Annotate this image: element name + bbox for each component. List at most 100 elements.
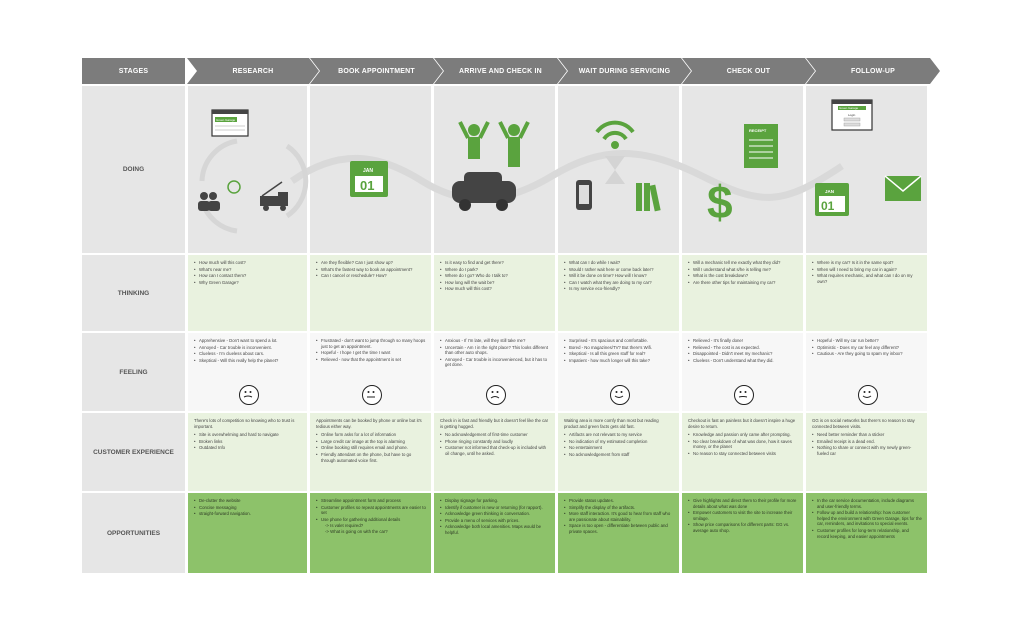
thought: What is the cost breakdown? (688, 273, 798, 279)
confused-face-icon (733, 385, 754, 405)
feeling-cell: Relieved - It's finally done!Relieved - … (682, 333, 803, 411)
opportunity-item: Acknowledge green thinking in conversati… (440, 511, 550, 517)
doing-row: DOING Green Garage (82, 86, 940, 253)
opportunity-item: Simplify the display of the artifacts. (564, 505, 674, 511)
row-label-doing: DOING (82, 86, 185, 253)
feeling: Skeptical - Is all this green stuff for … (564, 351, 674, 357)
experience-cell: Appointments can be booked by phone or o… (310, 413, 431, 491)
feeling: Relieved - The cost is as expected. (688, 345, 798, 351)
anxious-face-icon (485, 385, 506, 405)
thought: Will a mechanic tell me exactly what the… (688, 260, 798, 266)
stage-check-out: CHECK OUT (682, 58, 815, 84)
wifi-icon (595, 120, 635, 149)
thinking-cell: How much will this cost?What's near me?H… (188, 255, 307, 331)
opportunity-item: Acknowledge both local amenities. Maps w… (440, 524, 550, 535)
stage-follow-up: FOLLOW-UP (806, 58, 940, 84)
calendar-icon: JAN 01 (350, 161, 388, 197)
thought: How long will the wait be? (440, 280, 550, 286)
experience-cell: GG is on social networks but there's no … (806, 413, 927, 491)
experience-item: Artifacts are not relevant to my service (564, 432, 674, 438)
thought: Where do I park? (440, 267, 550, 273)
cycle-arrow-icon (199, 138, 238, 182)
thought: Will I understand what s/he is telling m… (688, 267, 798, 273)
feeling: Cautious - Are they going to spam my inb… (812, 351, 922, 357)
opportunity-item: Concise messaging (194, 505, 302, 511)
stage-header: STAGES RESEARCH BOOK APPOINTMENT ARRIVE … (82, 58, 940, 84)
feeling-row: FEELING Apprehensive - Don't want to spe… (82, 333, 940, 411)
stage-research: RESEARCH (187, 58, 319, 84)
followup-day: 01 (821, 199, 835, 213)
opportunity-cell: Provide status updates.Simplify the disp… (558, 493, 679, 573)
stage-wait-servicing: WAIT DURING SERVICING (558, 58, 691, 84)
opportunity-item: Streamline appointment form and process (316, 498, 426, 504)
neutral-face-icon (361, 385, 382, 405)
people-icon (198, 192, 220, 211)
thought: How much will this cost? (440, 286, 550, 292)
opportunity-cell: Display signage for parking.Identify if … (434, 493, 555, 573)
row-label-opportunities: OPPORTUNITIES (82, 493, 185, 573)
opportunity-item: Follow up and build a relationship: how … (812, 510, 922, 527)
experience-intro: Appointments can be booked by phone or o… (316, 418, 422, 429)
row-label-feeling: FEELING (82, 333, 185, 411)
feeling-cell: Surprised - It's spacious and comfortabl… (558, 333, 679, 411)
feeling: Relieved - It's finally done! (688, 338, 798, 344)
thought: Where do I go? Who do I talk to? (440, 273, 550, 279)
opportunity-item: Empower customers to visit the site to i… (688, 510, 798, 521)
experience-cell: Checkout is fast an painless but it does… (682, 413, 803, 491)
thought: Can I cancel or reschedule? How? (316, 273, 426, 279)
thought: Where is my car? Is it in the same spot? (812, 260, 922, 266)
opportunity-cell: Give highlights and direct them to their… (682, 493, 803, 573)
smiling-face-icon (609, 385, 630, 405)
worried-face-icon (238, 385, 259, 405)
followup-login: Login (848, 113, 856, 117)
doing-checkout (682, 86, 803, 253)
thinking-cell: Where is my car? Is it in the same spot?… (806, 255, 927, 331)
thinking-cell: What can I do while I wait?Would I rathe… (558, 255, 679, 331)
thought: Is my service eco-friendly? (564, 286, 674, 292)
feeling: Skeptical - Will this really help the pl… (194, 358, 302, 364)
experience-item: No entertainment (564, 445, 674, 451)
browser-window-icon: Green Garage (211, 109, 249, 137)
experience-intro: Check in is fast and friendly but it doe… (440, 418, 549, 429)
feeling: Annoyed - Car trouble is inconvenienced,… (440, 357, 550, 368)
experience-intro: Waiting area is more comfy than most but… (564, 418, 659, 429)
feeling: Surprised - It's spacious and comfortabl… (564, 338, 674, 344)
opportunities-row: OPPORTUNITIES De-clutter the websiteConc… (82, 493, 940, 573)
followup-title: Green Garage (839, 106, 859, 110)
feeling: Hopeful - Will my car run better? (812, 338, 922, 344)
feeling: Bored - No magazines/TV? But there's Wif… (564, 345, 674, 351)
cheering-people-icon (458, 121, 530, 167)
experience-item: Knowledge and passion only came after pr… (688, 432, 798, 438)
opportunity-item: Customer profiles for long-term relation… (812, 528, 922, 539)
experience-item: Nothing to share or connect with my newl… (812, 445, 922, 456)
thought: Would I rather wait here or come back la… (564, 267, 674, 273)
books-icon (636, 183, 661, 212)
thought: Can I watch what they are doing to my ca… (564, 280, 674, 286)
thought: Why Green Garage? (194, 280, 302, 286)
experience-intro: GG is on social networks but there's no … (812, 418, 915, 429)
thought: Are they flexible? Can I just show up? (316, 260, 426, 266)
experience-intro: There's lots of competition so knowing w… (194, 418, 295, 429)
feeling: Hopeful - I hope I get the time I want (316, 350, 426, 356)
thought: What's near me? (194, 267, 302, 273)
opportunity-item: Give highlights and direct them to their… (688, 498, 798, 509)
experience-item: No reason to stay connected between visi… (688, 451, 798, 457)
stage-book-appointment: BOOK APPOINTMENT (310, 58, 443, 84)
experience-item: No acknowledgement from staff (564, 452, 674, 458)
opportunity-item: straight-forward navigation. (194, 511, 302, 517)
feeling: Clueless - I'm clueless about cars. (194, 351, 302, 357)
thinking-row: THINKING How much will this cost?What's … (82, 255, 940, 331)
opportunity-sub: -> What is going on with the car? (325, 528, 388, 534)
row-label-customer-experience: CUSTOMER EXPERIENCE (82, 413, 185, 491)
cycle-arrow-icon (285, 143, 309, 219)
doing-wait (558, 86, 679, 253)
followup-calendar-icon: JAN 01 (815, 183, 849, 216)
feeling: Apprehensive - Don't want to spend a lot… (194, 338, 302, 344)
experience-cell: There's lots of competition so knowing w… (188, 413, 307, 491)
thinking-cell: Will a mechanic tell me exactly what the… (682, 255, 803, 331)
opportunity-item: Provide a menu of services with prices. (440, 518, 550, 524)
doing-illustrations: Green Garage (198, 99, 922, 234)
opportunity-cell: In the car service documentation, includ… (806, 493, 927, 573)
calendar-month: JAN (363, 168, 373, 174)
opportunity-item: Use phone for gathering additional detai… (316, 517, 426, 523)
